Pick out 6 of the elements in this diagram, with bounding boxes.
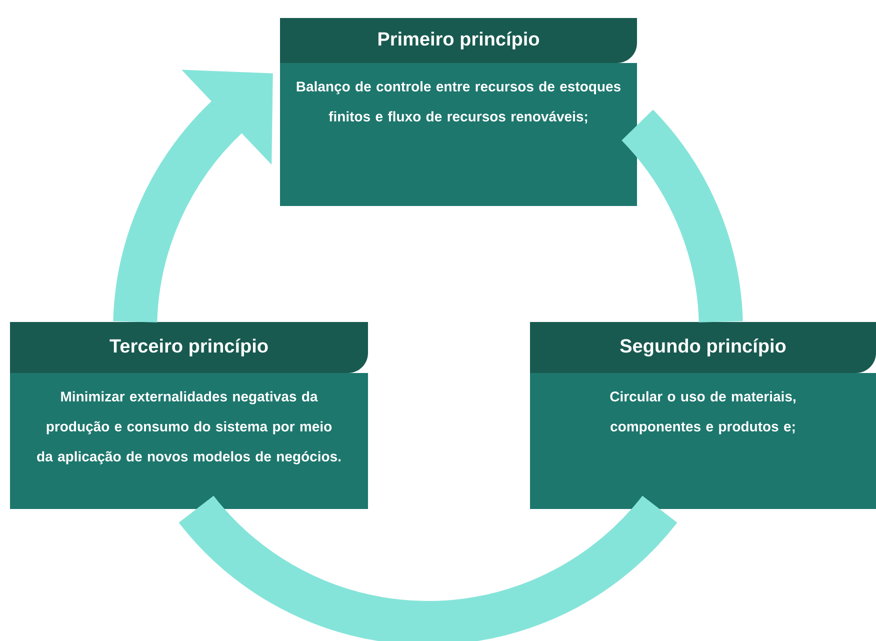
node-label: Primeiro princípio [378, 32, 540, 50]
principle-card: Primeiro princípio Balanço de controle entre recursos de estoques finitos e fluxo de recursos renováveis; [280, 18, 637, 206]
principle-card: Segundo princípio Circular o uso de materiais, componentes e produtos e; [530, 322, 876, 509]
node-label: Segundo princípio [620, 338, 786, 356]
node-label: Terceiro princípio [110, 338, 268, 356]
principle-card: Terceiro princípio Minimizar externalidades negativas da produção e consumo do sistema por meio da aplicação de novos modelos de negócios. [10, 322, 368, 509]
